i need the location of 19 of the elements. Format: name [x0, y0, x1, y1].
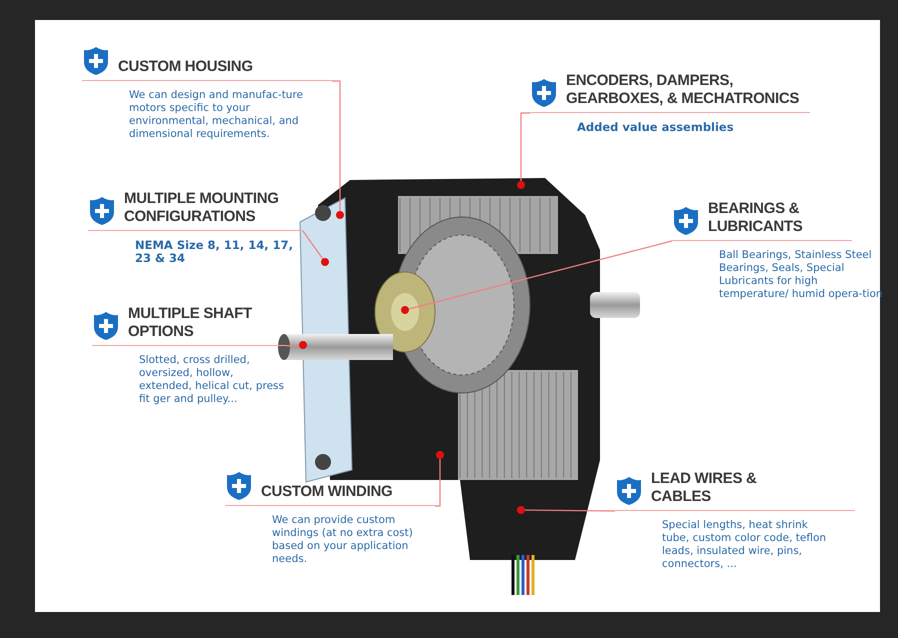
callout-heading: CUSTOM HOUSING — [118, 58, 253, 76]
callout-heading: ENCODERS, DAMPERS, GEARBOXES, & MECHATRONICS — [566, 72, 800, 108]
callout-text: Added value assemblies — [577, 121, 735, 134]
callout-heading: MULTIPLE MOUNTING CONFIGURATIONS — [124, 190, 280, 226]
callout-heading: LEAD WIRES & CABLES — [651, 470, 758, 506]
leader-line — [286, 344, 300, 347]
leader-line — [332, 80, 341, 211]
leader-line — [435, 459, 441, 507]
leader-line — [408, 240, 672, 310]
callout-text: NEMA Size 8, 11, 14, 17, 23 & 34 — [135, 239, 294, 265]
callout-heading: BEARINGS & LUBRICANTS — [708, 200, 804, 236]
callout-text: Special lengths, heat shrink tube, custom color code, teflon leads, insulated wire, pins, connectors, ... — [662, 519, 827, 571]
callout-text: We can design and manufac-ture motors specific to your environmental, mechanical, and dimensional requirements. — [129, 89, 304, 141]
callout-text: We can provide custom windings (at no extra cost) based on your application needs. — [272, 514, 414, 566]
callout-heading: MULTIPLE SHAFT OPTIONS — [128, 305, 253, 341]
leader-line — [525, 509, 615, 512]
callout-heading: CUSTOM WINDING — [261, 483, 392, 501]
leader-line — [520, 112, 530, 181]
callout-text: Slotted, cross drilled, oversized, hollow, extended, helical cut, press fit ger and pulley... — [139, 354, 285, 406]
